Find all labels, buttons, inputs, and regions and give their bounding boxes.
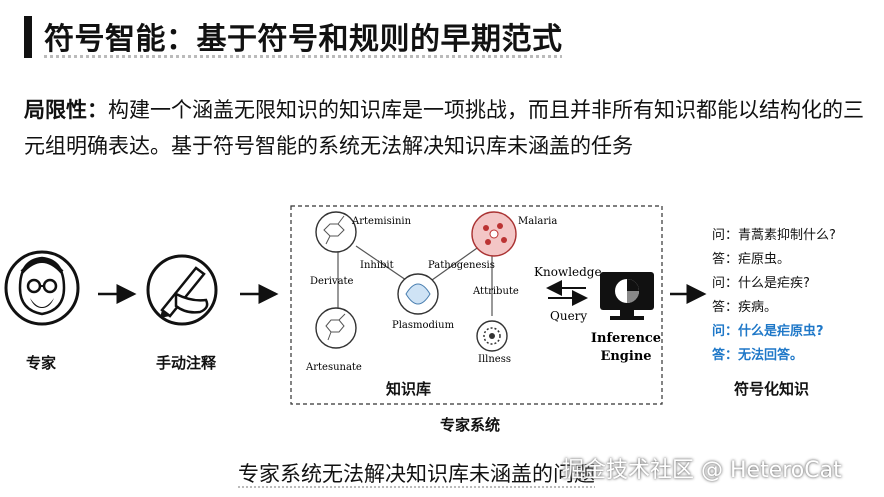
- qa-line-6: 答：无法回答。: [712, 348, 804, 363]
- derivate-label: Derivate: [310, 276, 354, 287]
- expert-system-label: 专家系统: [440, 416, 501, 434]
- hand-writing-icon: [146, 254, 218, 326]
- knowledge-base-box: [290, 205, 663, 405]
- plasmodium-label: Plasmodium: [392, 320, 455, 331]
- manual-annotation-label: 手动注释: [156, 354, 217, 372]
- engine-label-line2: Engine: [600, 349, 651, 364]
- footer-caption: 专家系统无法解决知识库未涵盖的问题: [238, 462, 595, 486]
- malaria-label: Malaria: [518, 216, 557, 227]
- qa-line-5: 问：什么是疟原虫?: [712, 324, 824, 339]
- query-label: Query: [550, 309, 587, 323]
- malaria-node: [471, 211, 517, 257]
- artemisinin-node: [315, 211, 357, 253]
- pathogenesis-label: Pathogenesis: [428, 260, 495, 271]
- artesunate-node: [315, 307, 357, 349]
- monitor-icon: [600, 272, 654, 320]
- illness-node: [476, 320, 508, 352]
- artemisinin-label: Artemisinin: [351, 216, 412, 227]
- inhibit-label: Inhibit: [360, 260, 394, 271]
- expert-system-diagram: Artemisinin Malaria Derivate Inhibit Pat…: [4, 205, 707, 405]
- expert-label: 专家: [26, 354, 57, 372]
- knowledge-base-label: 知识库: [386, 380, 432, 398]
- knowledge-label: Knowledge: [534, 265, 602, 279]
- qa-line-4: 答：疾病。: [712, 300, 778, 315]
- slide-title: 符号智能：基于符号和规则的早期范式: [44, 22, 563, 57]
- engine-label-line1: Inference: [591, 331, 661, 346]
- limitation-label: 局限性：: [24, 98, 108, 122]
- title-accent-bar: [24, 16, 32, 58]
- watermark: 掘金技术社区 @ HeteroCat: [562, 458, 842, 483]
- symbolic-knowledge-label: 符号化知识: [734, 380, 810, 398]
- attribute-label: Attribute: [472, 286, 519, 297]
- qa-line-1: 问：青蒿素抑制什么?: [712, 228, 836, 243]
- expert-icon: [4, 250, 80, 326]
- qa-line-3: 问：什么是疟疾?: [712, 276, 810, 291]
- artesunate-label: Artesunate: [305, 362, 362, 373]
- limitation-paragraph: 局限性：构建一个涵盖无限知识的知识库是一项挑战，而且并非所有知识都能以结构化的三…: [24, 92, 874, 164]
- limitation-text: 构建一个涵盖无限知识的知识库是一项挑战，而且并非所有知识都能以结构化的三元组明确…: [24, 98, 864, 158]
- illness-label: Illness: [478, 354, 511, 365]
- plasmodium-node: [397, 273, 439, 315]
- qa-line-2: 答：疟原虫。: [712, 252, 791, 267]
